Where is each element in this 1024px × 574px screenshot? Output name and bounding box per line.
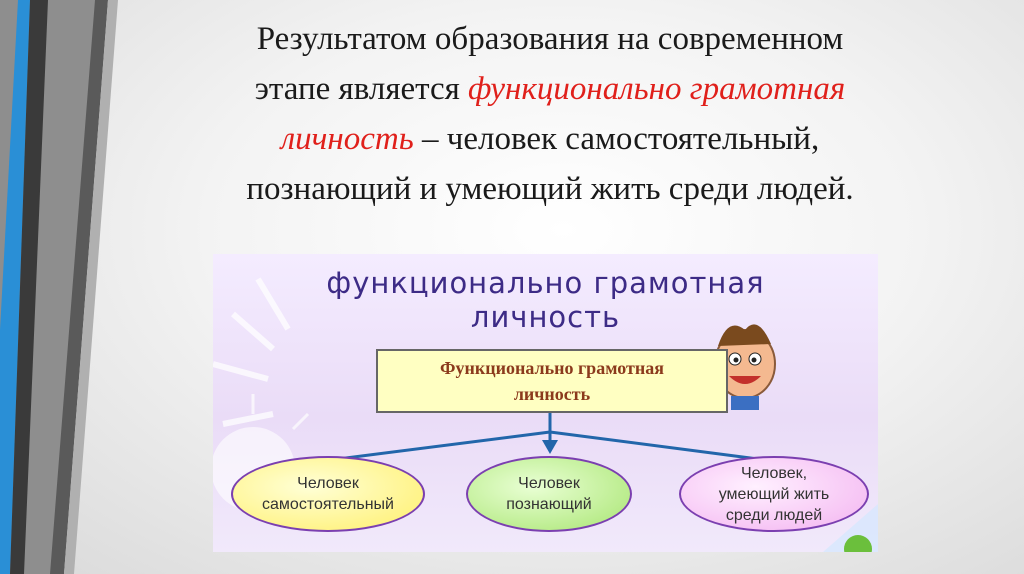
highlight-term: функционально грамотная — [468, 71, 846, 107]
decorative-stripes — [0, 0, 118, 574]
central-box: Функционально грамотная личность — [376, 349, 728, 413]
highlight-term-cont: личность — [280, 121, 414, 157]
oval-social: Человек, умеющий жить среди людей — [679, 456, 869, 532]
slide-text: Результатом образования на современном э… — [140, 14, 960, 214]
diagram-title: функционально грамотная личность — [326, 266, 765, 334]
diagram-image: функционально грамотная личность Функцио… — [213, 254, 878, 552]
oval-independent: Человек самостоятельный — [231, 456, 425, 532]
oval-cognizing: Человек познающий — [466, 456, 632, 532]
slide-line-4: познающий и умеющий жить среди людей. — [246, 171, 854, 207]
slide-line-1: Результатом образования на современном — [256, 21, 844, 57]
slide-line-3: личность – человек самостоятельный, — [280, 121, 820, 157]
slide-line-2: этапе является функционально грамотная — [254, 71, 846, 107]
